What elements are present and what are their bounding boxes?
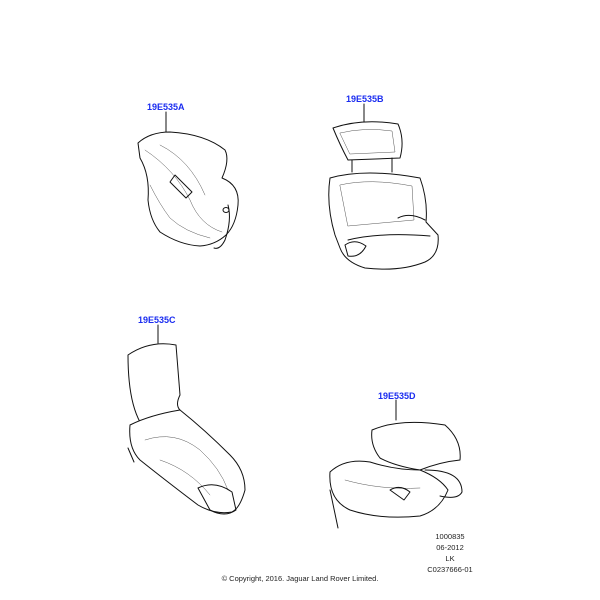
callout-19e535c[interactable]: 19E535C: [138, 315, 176, 325]
diagram-code: C0237666-01: [427, 565, 473, 574]
callout-19e535a[interactable]: 19E535A: [147, 102, 185, 112]
seat-base-c-drawing: [127, 324, 246, 515]
diagram-date: 06-2012: [436, 543, 464, 552]
booster-seat-b-drawing: [328, 103, 439, 270]
infant-carrier-d-drawing: [329, 399, 463, 529]
diagram-number: 1000835: [435, 532, 465, 541]
copyright-notice: © Copyright, 2016. Jaguar Land Rover Lim…: [221, 574, 379, 583]
child-seat-a-drawing: [137, 111, 239, 249]
callout-19e535b[interactable]: 19E535B: [346, 94, 384, 104]
callout-19e535d[interactable]: 19E535D: [378, 391, 416, 401]
diagram-initials: LK: [445, 554, 455, 563]
